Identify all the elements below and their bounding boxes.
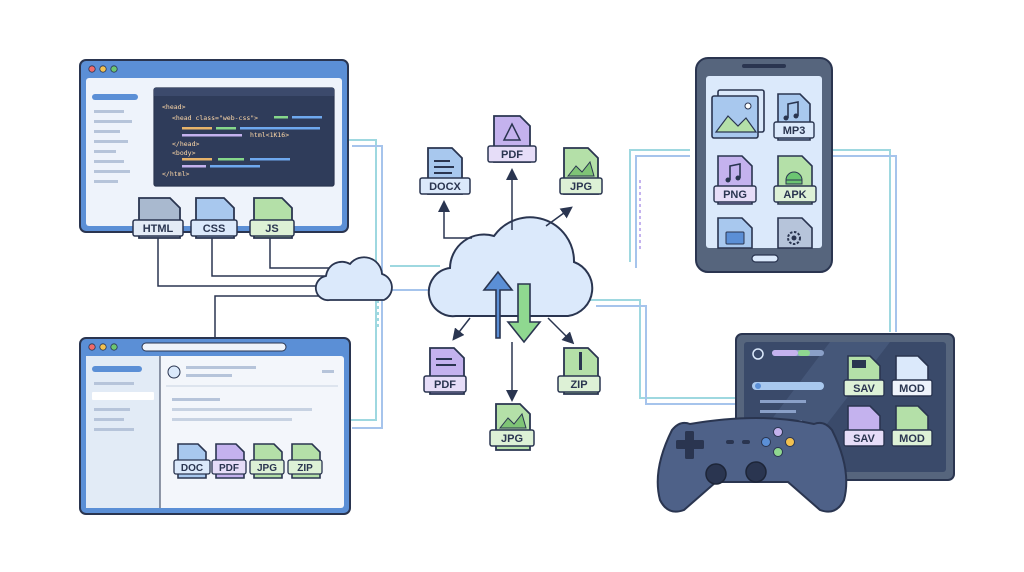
menu-item[interactable] [752, 382, 824, 390]
zip-browser-file-label: ZIP [297, 463, 313, 474]
address-bar[interactable] [141, 342, 287, 352]
button-y[interactable] [785, 437, 795, 447]
css-file-icon[interactable]: CSS [190, 197, 238, 239]
mp3-file-label: MP3 [783, 125, 806, 137]
editor-sidebar [92, 94, 138, 183]
browser-maximize-dot[interactable] [110, 343, 118, 351]
left-thumbstick[interactable] [705, 463, 727, 485]
button-b[interactable] [761, 437, 771, 447]
home-button[interactable] [751, 254, 779, 263]
pdf-upload-file-icon[interactable]: PDF [487, 115, 537, 163]
jpg-browser-file-icon[interactable]: JPG [249, 443, 285, 479]
css-file-label: CSS [203, 223, 226, 235]
sav-file-icon-2[interactable]: SAV [843, 405, 885, 447]
jpg-download-file-icon[interactable]: JPG [489, 403, 535, 451]
zip-download-file-label: ZIP [570, 379, 587, 391]
mod-file-label-1: MOD [899, 383, 925, 395]
apk-file-label: APK [783, 189, 806, 201]
code-line-4: </head> [172, 140, 199, 148]
js-file-label: JS [265, 223, 278, 235]
jpg-upload-file-icon[interactable]: JPG [559, 147, 603, 195]
html-file-icon[interactable]: HTML [132, 197, 184, 239]
image-gallery-icon[interactable] [711, 89, 765, 139]
code-line-3: html<1K16> [250, 131, 289, 139]
pdf-upload-file-label: PDF [501, 149, 523, 161]
png-file-icon[interactable]: PNG [713, 155, 757, 205]
pdf-browser-file-label: PDF [219, 463, 239, 474]
pdf-download-file-label: PDF [434, 379, 456, 391]
code-line-2: <head class="web-css"> [172, 114, 258, 122]
browser-files: DOC PDF JPG ZIP [173, 443, 323, 479]
mod-file-icon-1[interactable]: MOD [891, 355, 933, 397]
window-close-dot[interactable] [88, 65, 96, 73]
cloud-arrows [438, 168, 575, 402]
docx-file-icon[interactable]: DOCX [419, 147, 471, 195]
doc-file-label: DOC [181, 463, 203, 474]
docx-file-label: DOCX [429, 181, 461, 193]
gamepad-menu-icon [752, 348, 764, 360]
button-a[interactable] [773, 447, 783, 457]
download-arrow-icon [506, 283, 542, 344]
mod-file-icon-2[interactable]: MOD [891, 405, 933, 447]
jpg-browser-file-label: JPG [257, 463, 277, 474]
code-line-5: <body> [172, 149, 196, 157]
pdf-download-file-icon[interactable]: PDF [423, 347, 467, 395]
mp3-file-icon[interactable]: MP3 [773, 93, 815, 141]
jpg-download-file-label: JPG [501, 433, 523, 445]
jpg-upload-file-label: JPG [570, 181, 592, 193]
android-icon [785, 171, 803, 181]
sav-file-label-1: SAV [853, 383, 875, 395]
avatar [167, 365, 181, 379]
web-asset-files: HTML CSS JS [132, 197, 295, 239]
relay-cloud-icon [314, 256, 393, 302]
browser-close-dot[interactable] [88, 343, 96, 351]
connectors [157, 139, 897, 429]
window-maximize-dot[interactable] [110, 65, 118, 73]
mod-file-label-2: MOD [899, 433, 925, 445]
doc-file-icon[interactable]: DOC [173, 443, 211, 479]
code-line-1: <head> [162, 103, 186, 111]
js-file-icon[interactable]: JS [249, 197, 295, 239]
folder-app-icon[interactable] [717, 217, 753, 249]
settings-gear-icon[interactable] [777, 217, 813, 249]
game-files: SAV MOD SAV MOD [843, 355, 933, 447]
sav-file-icon-1[interactable]: SAV [843, 355, 885, 397]
code-editor-window: <head> <head class="web-css"> html<1K16>… [79, 59, 349, 233]
sav-file-label-2: SAV [853, 433, 875, 445]
zip-download-file-icon[interactable]: ZIP [557, 347, 601, 395]
png-file-label: PNG [723, 189, 747, 201]
code-line-6: </html> [162, 170, 189, 178]
browser-window [79, 337, 351, 515]
html-file-label: HTML [143, 223, 174, 235]
tablet-device: MP3 PNG APK [695, 57, 833, 273]
upload-arrow-icon [482, 270, 514, 339]
apk-file-icon[interactable]: APK [773, 155, 817, 205]
pdf-browser-file-icon[interactable]: PDF [211, 443, 247, 479]
browser-minimize-dot[interactable] [99, 343, 107, 351]
window-minimize-dot[interactable] [99, 65, 107, 73]
right-thumbstick[interactable] [745, 461, 767, 483]
button-x[interactable] [773, 427, 783, 437]
zip-browser-file-icon[interactable]: ZIP [287, 443, 323, 479]
cloud-hub [427, 216, 594, 344]
game-controller-icon [656, 417, 848, 513]
